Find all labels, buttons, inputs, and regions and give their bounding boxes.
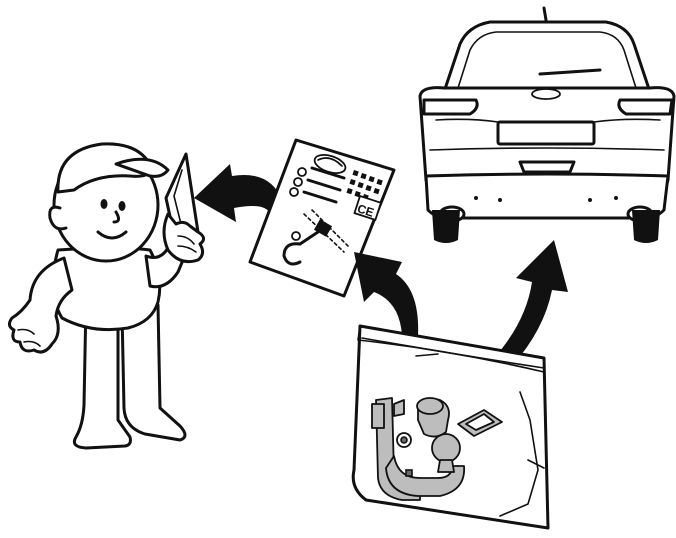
curved-arrow-icon xyxy=(194,164,282,222)
tow-bar-kit-bag xyxy=(351,324,550,530)
mechanic-figure xyxy=(7,142,205,450)
curved-arrow-icon xyxy=(494,240,568,366)
car-rear-view xyxy=(418,6,676,243)
curved-arrow-icon xyxy=(354,252,419,336)
ce-mark: CE xyxy=(356,201,376,219)
